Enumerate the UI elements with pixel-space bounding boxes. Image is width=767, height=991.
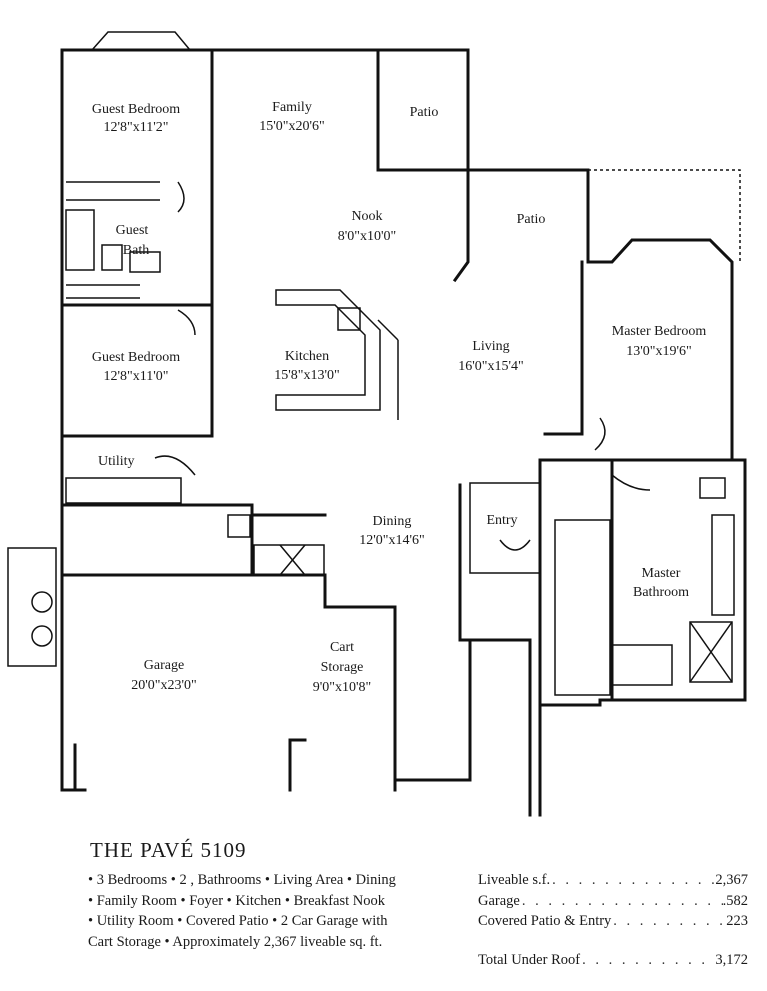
room-label: Guest <box>116 223 149 238</box>
kitchen-sink <box>337 307 361 331</box>
stat-row: Total Under Roof . . . . . . . . . . . .… <box>478 950 748 971</box>
toilet <box>699 477 726 499</box>
interior-wall <box>543 260 584 436</box>
feature-line: • 3 Bedrooms • 2 , Bathrooms • Living Ar… <box>88 872 396 888</box>
kitchen-island-wall <box>377 319 399 420</box>
closet <box>66 284 140 299</box>
toilet <box>101 244 123 271</box>
stat-label: Total Under Roof <box>478 951 581 968</box>
bay-window <box>91 31 191 51</box>
feature-line: • Family Room • Foyer • Kitchen • Breakf… <box>88 892 385 909</box>
room-label: Patio <box>517 212 546 227</box>
room-label: Garage <box>144 658 184 673</box>
garage-wall <box>60 738 307 792</box>
square-footage-table: Liveable s.f. . . . . . . . . . . . . . … <box>478 870 748 970</box>
exterior-wall <box>60 48 470 234</box>
feature-line: • Utility Room • Covered Patio • 2 Car G… <box>88 913 388 929</box>
entry-door <box>499 539 531 551</box>
door-swing <box>177 181 185 213</box>
stat-row: Covered Patio & Entry . . . . . . . . . … <box>478 911 748 932</box>
room-label: Master <box>642 566 681 581</box>
stat-value: .582 <box>722 892 748 909</box>
room-dims: 8'0"x10'0" <box>338 229 396 244</box>
entry-wall <box>393 638 472 782</box>
room-dims: 12'8"x11'0" <box>104 369 169 384</box>
bathtub <box>65 209 95 271</box>
vanity <box>711 514 735 616</box>
door-swing <box>611 474 651 491</box>
room-dims: 13'0"x19'6" <box>626 344 691 359</box>
room-dims: 12'0"x14'6" <box>359 533 424 548</box>
door-swing <box>594 417 606 451</box>
closet <box>554 519 611 696</box>
room-label: Utility <box>98 454 135 469</box>
closet <box>66 181 160 201</box>
exterior-wall <box>452 168 470 283</box>
door-swing <box>177 309 196 336</box>
floor-plan: Guest Bedroom 12'8"x11'2" Family 15'0"x2… <box>7 31 747 817</box>
room-label: Kitchen <box>285 349 329 364</box>
room-label: Cart <box>330 640 354 655</box>
room-label: Guest Bedroom <box>92 350 180 365</box>
room-dims: Bath <box>123 243 149 258</box>
washer-dryer <box>65 477 182 504</box>
sink <box>227 514 251 538</box>
interior-wall <box>60 230 214 438</box>
cabinet <box>253 544 325 576</box>
entry-stairs <box>469 482 541 574</box>
patio-outline <box>588 169 741 262</box>
room-label: Master Bedroom <box>612 324 707 339</box>
plan-title: THE PAVÉ 5109 <box>90 838 247 862</box>
room-dims: Storage <box>321 660 364 675</box>
room-dims: 15'8"x13'0" <box>274 368 339 383</box>
exterior-wall <box>60 48 77 792</box>
room-label: Dining <box>373 514 412 529</box>
room-dims: 12'8"x11'2" <box>104 120 169 135</box>
features-list: • 3 Bedrooms • 2 , Bathrooms • Living Ar… <box>88 870 468 952</box>
room-label: Nook <box>351 209 382 224</box>
stat-value: 3,172 <box>715 951 748 968</box>
exterior-wall <box>466 168 747 707</box>
door-swing <box>154 455 196 476</box>
stat-label: Covered Patio & Entry <box>478 913 612 929</box>
vanity <box>129 251 161 273</box>
room-label: Living <box>472 339 509 354</box>
ac-unit-fan <box>31 625 53 647</box>
room-dims: 9'0"x10'8" <box>313 680 371 695</box>
shower <box>689 621 733 683</box>
stat-label: Liveable s.f. <box>478 872 551 888</box>
room-dims: 20'0"x23'0" <box>131 678 196 693</box>
room-dims: 15'0"x20'6" <box>259 119 324 134</box>
feature-line: Cart Storage • Approximately 2,367 livea… <box>88 933 383 950</box>
room-dims: Bathroom <box>633 585 689 600</box>
bathtub <box>611 644 673 686</box>
stat-row: Garage . . . . . . . . . . . . . . . . .… <box>478 891 748 912</box>
ac-unit <box>7 547 57 667</box>
entry-wall <box>458 483 532 817</box>
room-dims: 16'0"x15'4" <box>458 359 523 374</box>
room-label: Patio <box>410 105 439 120</box>
kitchen-counter <box>275 289 381 411</box>
room-label: Family <box>272 100 312 115</box>
stat-label: Garage <box>478 892 520 909</box>
room-label: Guest Bedroom <box>92 102 180 117</box>
ac-unit-fan <box>31 591 53 613</box>
stat-value: 223 <box>726 913 748 929</box>
stat-value: 2,367 <box>715 872 748 888</box>
stat-row: Liveable s.f. . . . . . . . . . . . . . … <box>478 870 748 891</box>
room-label: Entry <box>486 513 517 528</box>
